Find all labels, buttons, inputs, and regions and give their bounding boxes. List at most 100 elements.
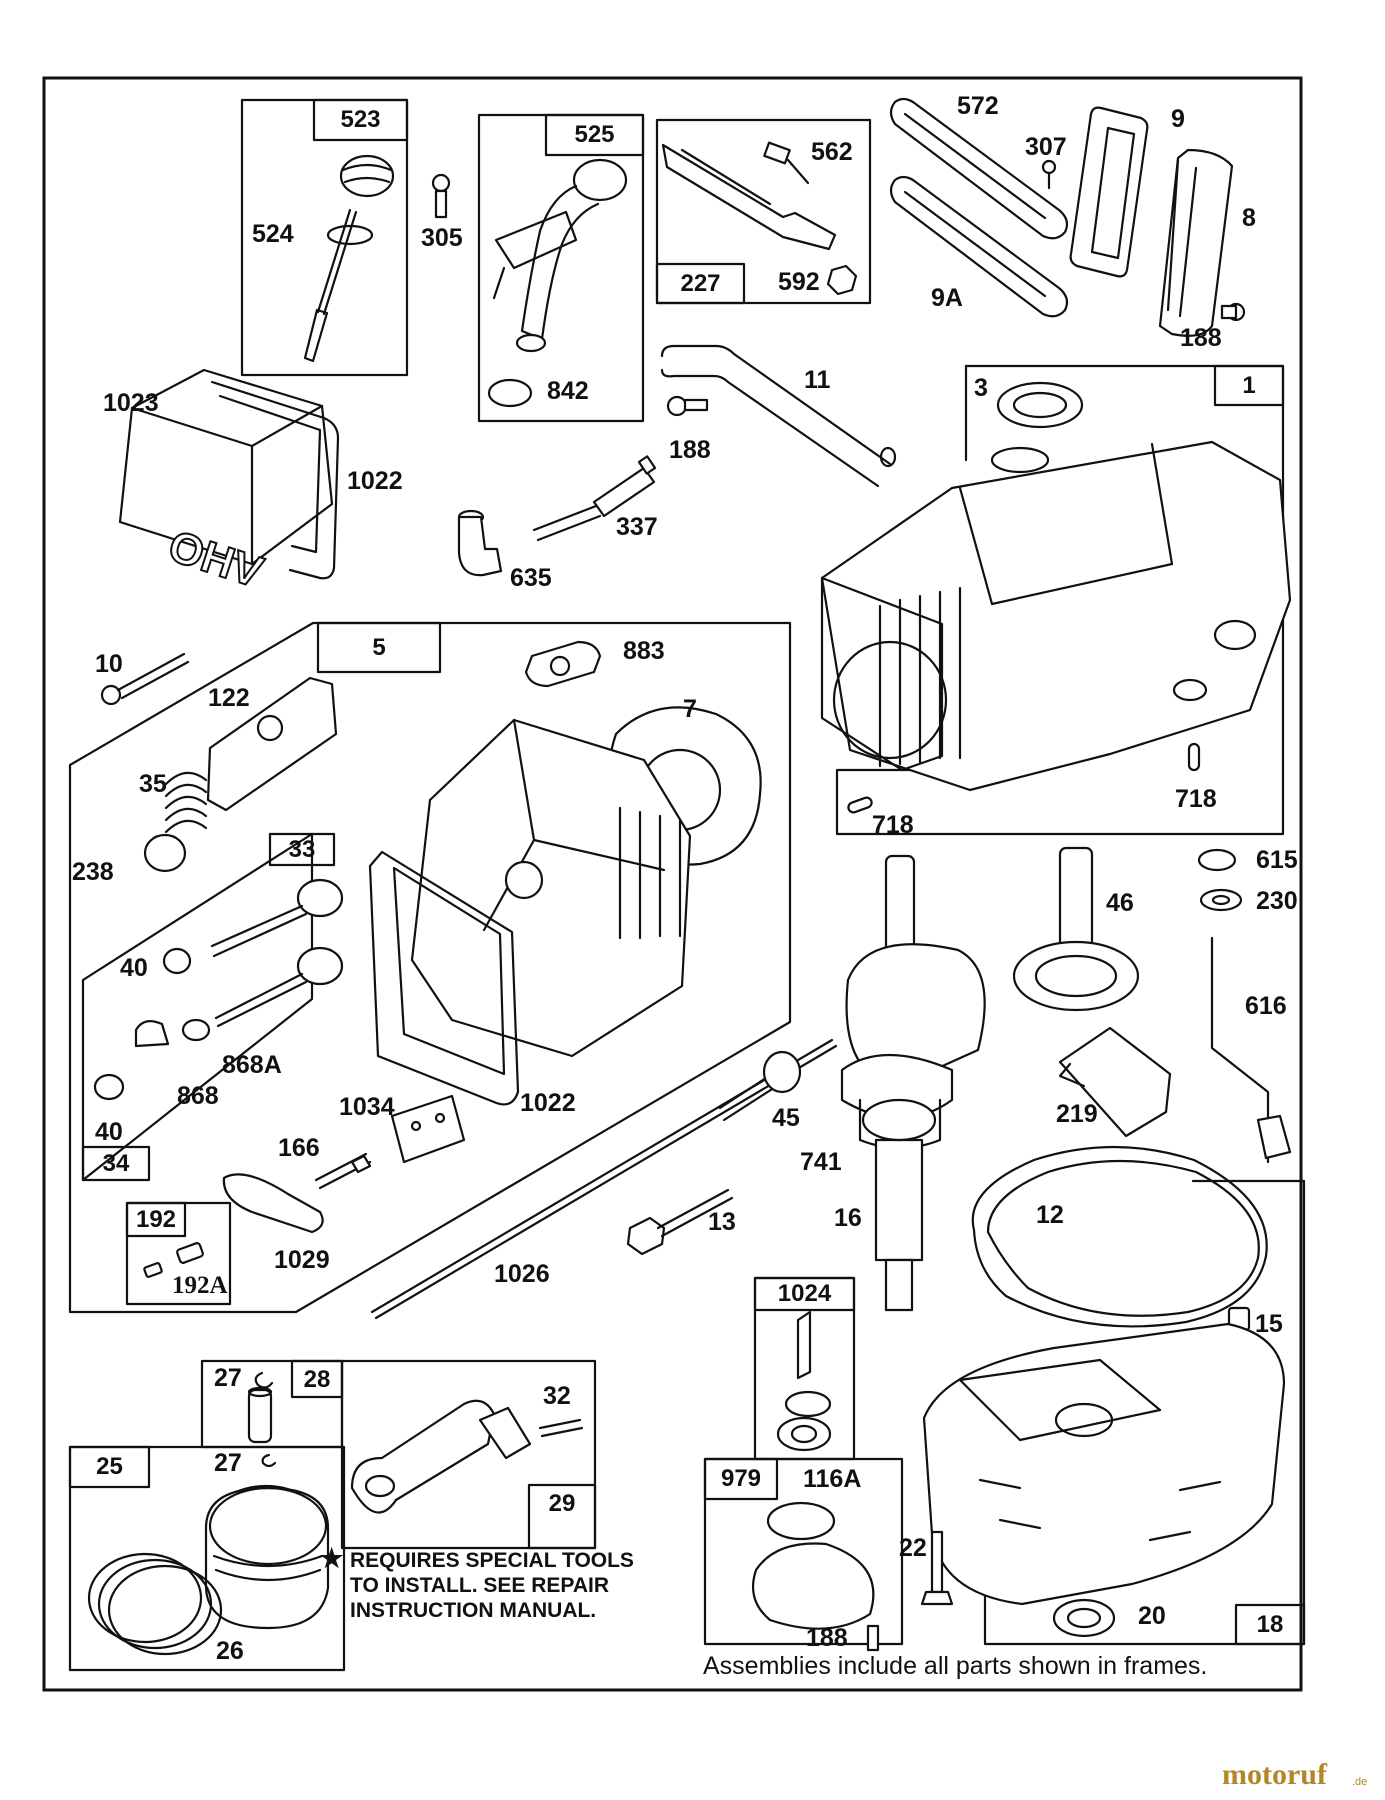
label-9A: 9A xyxy=(931,284,963,312)
clip-27b xyxy=(261,1453,277,1468)
retainer-40a xyxy=(162,947,192,975)
piston-pin-28 xyxy=(247,1386,273,1444)
label-562: 562 xyxy=(811,138,853,166)
label-40-lower: 40 xyxy=(95,1118,123,1146)
retainer-40b xyxy=(93,1073,125,1101)
bolt-22 xyxy=(920,1530,954,1606)
label-305: 305 xyxy=(421,224,463,252)
bolt-13 xyxy=(626,1188,734,1256)
label-238: 238 xyxy=(72,858,114,886)
label-1034: 1034 xyxy=(339,1093,395,1121)
label-5: 5 xyxy=(372,634,386,661)
label-1: 1 xyxy=(1242,372,1256,399)
label-27-lower: 27 xyxy=(214,1449,242,1477)
label-188-bottom: 188 xyxy=(806,1624,848,1652)
label-10: 10 xyxy=(95,650,123,678)
cover-gasket-1022 xyxy=(210,380,340,580)
label-28: 28 xyxy=(303,1366,331,1393)
special-tools-note: ★ REQUIRES SPECIAL TOOLS TO INSTALL. SEE… xyxy=(320,1545,634,1623)
label-45: 45 xyxy=(772,1104,800,1132)
cylinder-block-drawing xyxy=(820,440,1292,792)
label-18: 18 xyxy=(1256,1611,1284,1638)
gasket-572 xyxy=(889,97,1069,240)
gasket-883 xyxy=(524,640,602,688)
governor-219 xyxy=(1058,1026,1172,1138)
label-16: 16 xyxy=(834,1204,862,1232)
label-718-right: 718 xyxy=(1175,785,1217,813)
assemblies-footnote: Assemblies include all parts shown in fr… xyxy=(703,1652,1208,1680)
retainer-868 xyxy=(134,1018,211,1048)
rocker-arm-1029 xyxy=(222,1173,324,1234)
label-3: 3 xyxy=(974,374,988,402)
watermark: motoruf xyxy=(1222,1758,1327,1791)
note-line-2: TO INSTALL. SEE REPAIR xyxy=(350,1574,610,1597)
rod-bolt-32 xyxy=(538,1418,584,1438)
note-line-3: INSTRUCTION MANUAL. xyxy=(350,1599,597,1622)
oil-seal-20 xyxy=(1052,1598,1116,1638)
label-307: 307 xyxy=(1025,133,1067,161)
breather-cover-8 xyxy=(1158,148,1234,337)
label-20: 20 xyxy=(1138,1602,1166,1630)
label-1022-rocker: 1022 xyxy=(520,1089,576,1117)
oil-pump-1024 xyxy=(776,1310,832,1452)
label-188-top: 188 xyxy=(1180,324,1222,352)
label-615: 615 xyxy=(1256,846,1298,874)
screw-307 xyxy=(1041,159,1057,190)
star-icon: ★ xyxy=(320,1543,344,1573)
label-12: 12 xyxy=(1036,1201,1064,1229)
dipstick-drawing xyxy=(303,154,395,363)
label-32: 32 xyxy=(543,1382,571,1410)
label-27-upper: 27 xyxy=(214,1364,242,1392)
label-1026: 1026 xyxy=(494,1260,550,1288)
sump-gasket-12 xyxy=(971,1145,1268,1328)
label-741: 741 xyxy=(800,1148,842,1176)
label-192A: 192A xyxy=(172,1272,228,1299)
label-122: 122 xyxy=(208,684,250,712)
frame-523 xyxy=(240,98,409,377)
label-227: 227 xyxy=(680,270,721,297)
frame-34 xyxy=(81,1145,151,1182)
bolt-10 xyxy=(100,652,190,706)
label-46: 46 xyxy=(1106,889,1134,917)
label-868A: 868A xyxy=(222,1051,282,1079)
washer-615 xyxy=(1197,848,1237,872)
bracket-drawing xyxy=(661,141,858,296)
label-13: 13 xyxy=(708,1208,736,1236)
spark-plug-drawing xyxy=(532,455,657,542)
label-22: 22 xyxy=(899,1534,927,1562)
label-230: 230 xyxy=(1256,887,1298,915)
label-188-mid: 188 xyxy=(669,436,711,464)
frame-5 xyxy=(68,621,792,1314)
frame-227 xyxy=(655,118,872,305)
piston-25 xyxy=(204,1484,330,1630)
valve-lower xyxy=(214,946,344,1028)
label-1024: 1024 xyxy=(777,1280,832,1307)
governor-shaft-616 xyxy=(1210,936,1292,1164)
label-1023: 1023 xyxy=(103,389,159,417)
label-15: 15 xyxy=(1255,1310,1283,1338)
frame-979 xyxy=(703,1457,904,1646)
frame-25 xyxy=(68,1445,346,1672)
crankshaft-drawing xyxy=(840,854,986,1312)
label-11: 11 xyxy=(804,366,831,394)
note-line-1: REQUIRES SPECIAL TOOLS xyxy=(350,1549,634,1572)
label-592: 592 xyxy=(778,268,820,296)
label-1029: 1029 xyxy=(274,1246,330,1274)
bolt-305 xyxy=(431,173,451,219)
label-192: 192 xyxy=(135,1206,177,1233)
frame-1 xyxy=(835,364,1285,836)
label-979: 979 xyxy=(720,1465,762,1492)
label-8: 8 xyxy=(1242,204,1256,232)
label-868: 868 xyxy=(177,1082,219,1110)
watermark-suffix: .de xyxy=(1352,1776,1368,1788)
rocker-gasket-1022 xyxy=(368,850,520,1106)
valve-upper xyxy=(210,878,344,958)
adjuster-192 xyxy=(143,1242,204,1278)
gasket-9A xyxy=(889,175,1069,318)
frame-192 xyxy=(125,1201,232,1306)
label-523: 523 xyxy=(340,106,381,133)
label-572: 572 xyxy=(957,92,999,120)
label-34: 34 xyxy=(102,1150,130,1177)
label-29: 29 xyxy=(548,1490,576,1517)
